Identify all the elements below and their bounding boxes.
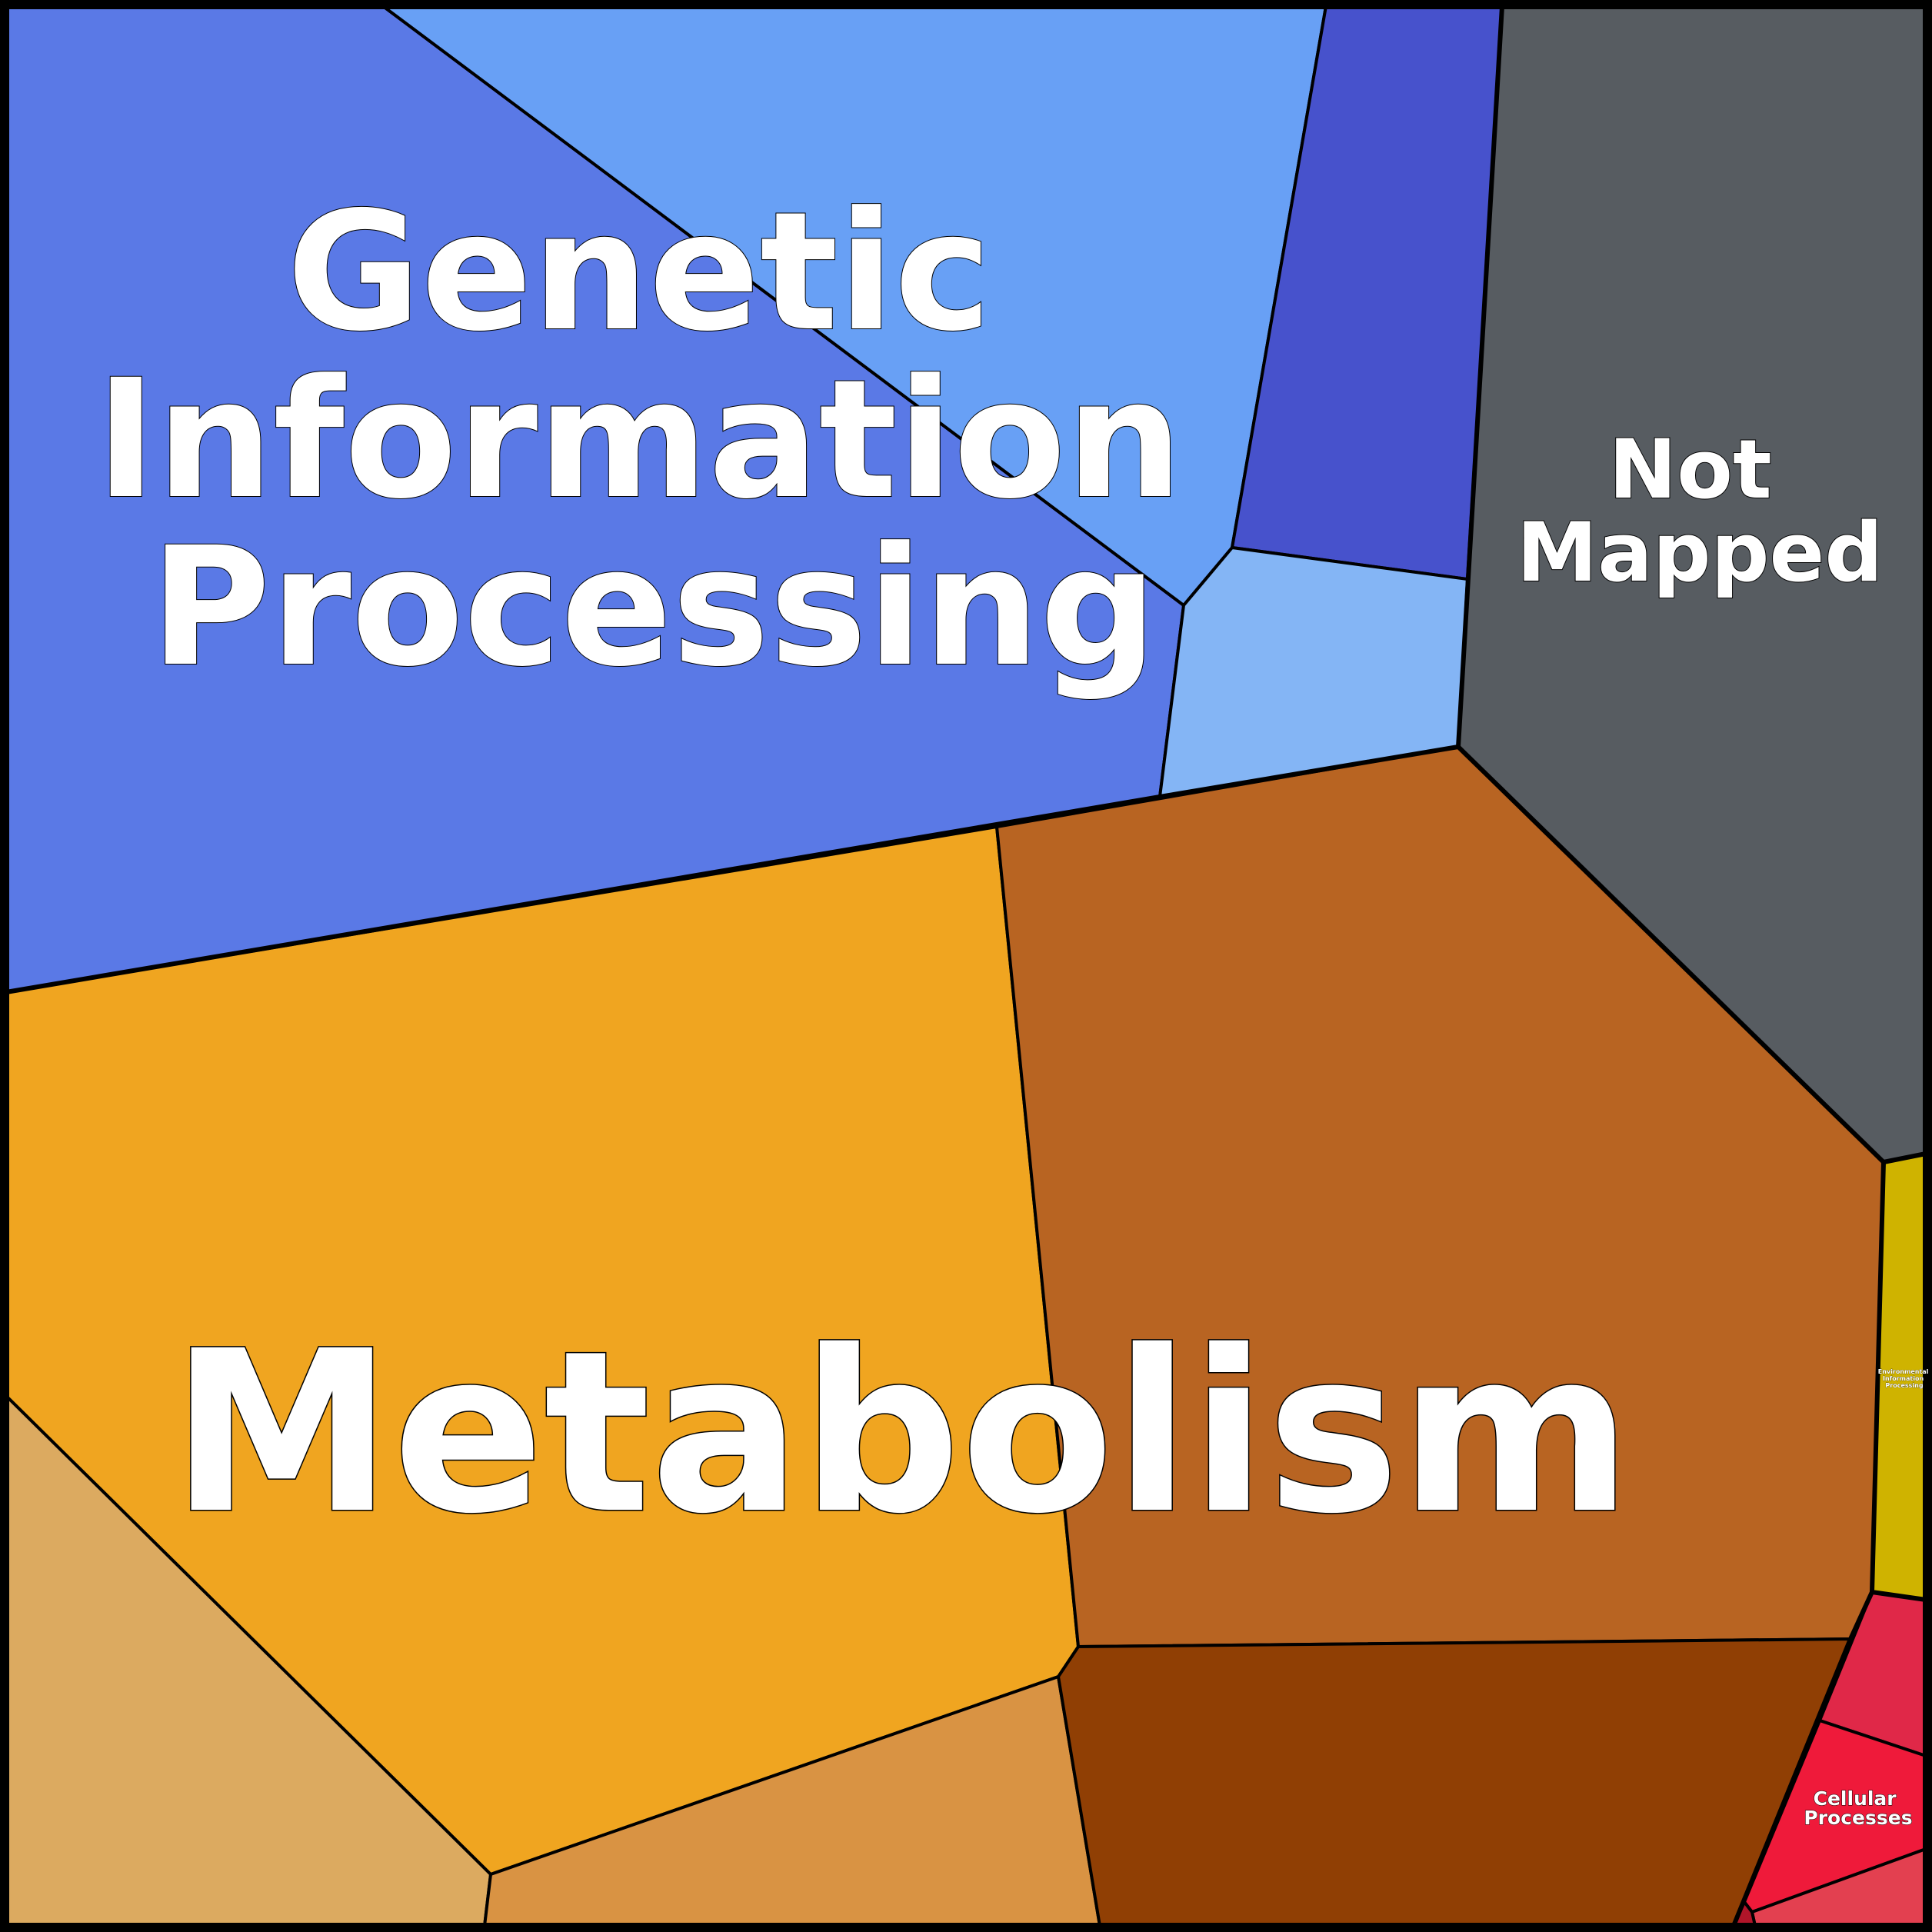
label-genetic-information-processing: Genetic Information Processing (95, 177, 1240, 703)
label-metabolism: Metabolism (171, 1304, 1632, 1563)
label-not-mapped: Not Mapped (1517, 422, 1884, 600)
boundary-metabolism-cellular (1731, 1591, 1874, 1927)
label-cellular-processes: Cellular Processes (1804, 1787, 1912, 1829)
boundary-genetic-metabolism (5, 5, 1504, 994)
label-environmental-information-processing: Environmental Information Processing (1878, 1368, 1930, 1389)
cell-metabolism-darkbrown[interactable] (1057, 1637, 1852, 1927)
